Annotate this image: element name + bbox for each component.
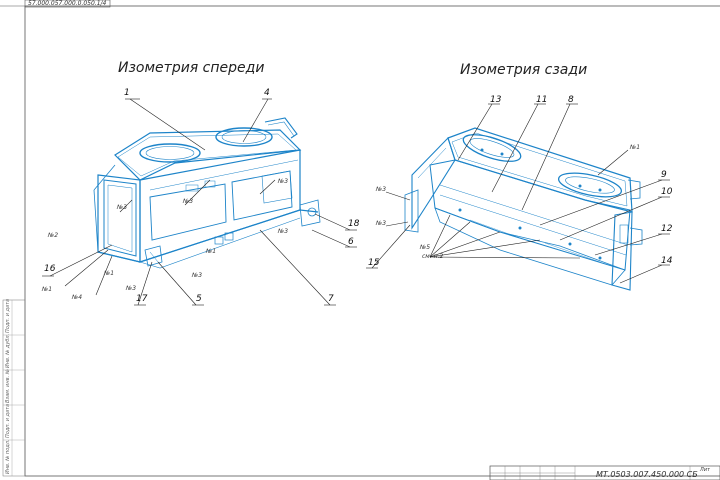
callout-13: 13 [490, 95, 502, 105]
weld-mark-front-n4: №4 [72, 294, 83, 301]
weld-mark-front-n3-sill: №3 [278, 228, 289, 235]
weld-mark-rear-n1: №1 [630, 144, 641, 151]
leader-lines [42, 98, 670, 306]
callout-15: 15 [368, 258, 380, 268]
callout-6: 6 [348, 237, 354, 247]
callout-18: 18 [348, 219, 360, 229]
callout-5: 5 [196, 294, 202, 304]
rear-isometric-view [404, 127, 643, 291]
front-view-title: Изометрия спереди [118, 60, 265, 76]
binding-strip [2, 299, 26, 477]
corner-code: 57.000.057.000.0.050.1/4 [28, 0, 107, 7]
callout-17: 17 [136, 294, 148, 304]
rear-view-title: Изометрия сзади [460, 62, 588, 78]
weld-mark-front-n3-low: №3 [126, 285, 137, 292]
callout-1: 1 [124, 88, 130, 98]
weld-mark-front-n3-upper: №3 [117, 204, 128, 211]
callout-10: 10 [661, 187, 673, 197]
callout-11: 11 [536, 95, 548, 105]
weld-mark-front-n3-bottom: №3 [192, 272, 203, 279]
frame-border [24, 5, 720, 477]
side-label-2: Подп. и дата [5, 403, 11, 438]
weld-mark-front-n1-mid: №1 [206, 248, 217, 255]
front-isometric-view [93, 117, 321, 269]
weld-mark-front-n1-a: №1 [104, 270, 115, 277]
callout-16: 16 [44, 264, 56, 274]
callout-12: 12 [661, 224, 673, 234]
weld-mark-front-n2-left: №2 [48, 232, 59, 239]
sheet-mark: Лит [700, 467, 710, 473]
callout-8: 8 [568, 95, 574, 105]
weld-mark-rear-n3-lower: №3 [376, 220, 387, 227]
weld-mark-front-n1-b: №1 [42, 286, 53, 293]
side-label-4: Инв. № дубл. [5, 333, 11, 368]
side-label-3: Взам. инв. № [5, 369, 11, 403]
callout-7: 7 [328, 294, 334, 304]
side-label-1: Инв. № подл. [5, 439, 11, 475]
weld-mark-front-n3-right: №3 [278, 178, 289, 185]
weld-mark-rear-n3-upper: №3 [376, 186, 387, 193]
code-box [24, 0, 111, 8]
callout-9: 9 [661, 170, 667, 180]
callout-4: 4 [264, 88, 270, 98]
weld-mark-rear-note: см. п.2 [422, 253, 444, 260]
weld-mark-rear-n5: №5 [420, 244, 431, 251]
callout-14: 14 [661, 256, 673, 266]
title-code: МТ.0503.007.450.000 СБ [596, 470, 698, 479]
side-label-5: Подп. и дата [5, 298, 11, 333]
weld-mark-front-n3-mid: №3 [183, 198, 194, 205]
